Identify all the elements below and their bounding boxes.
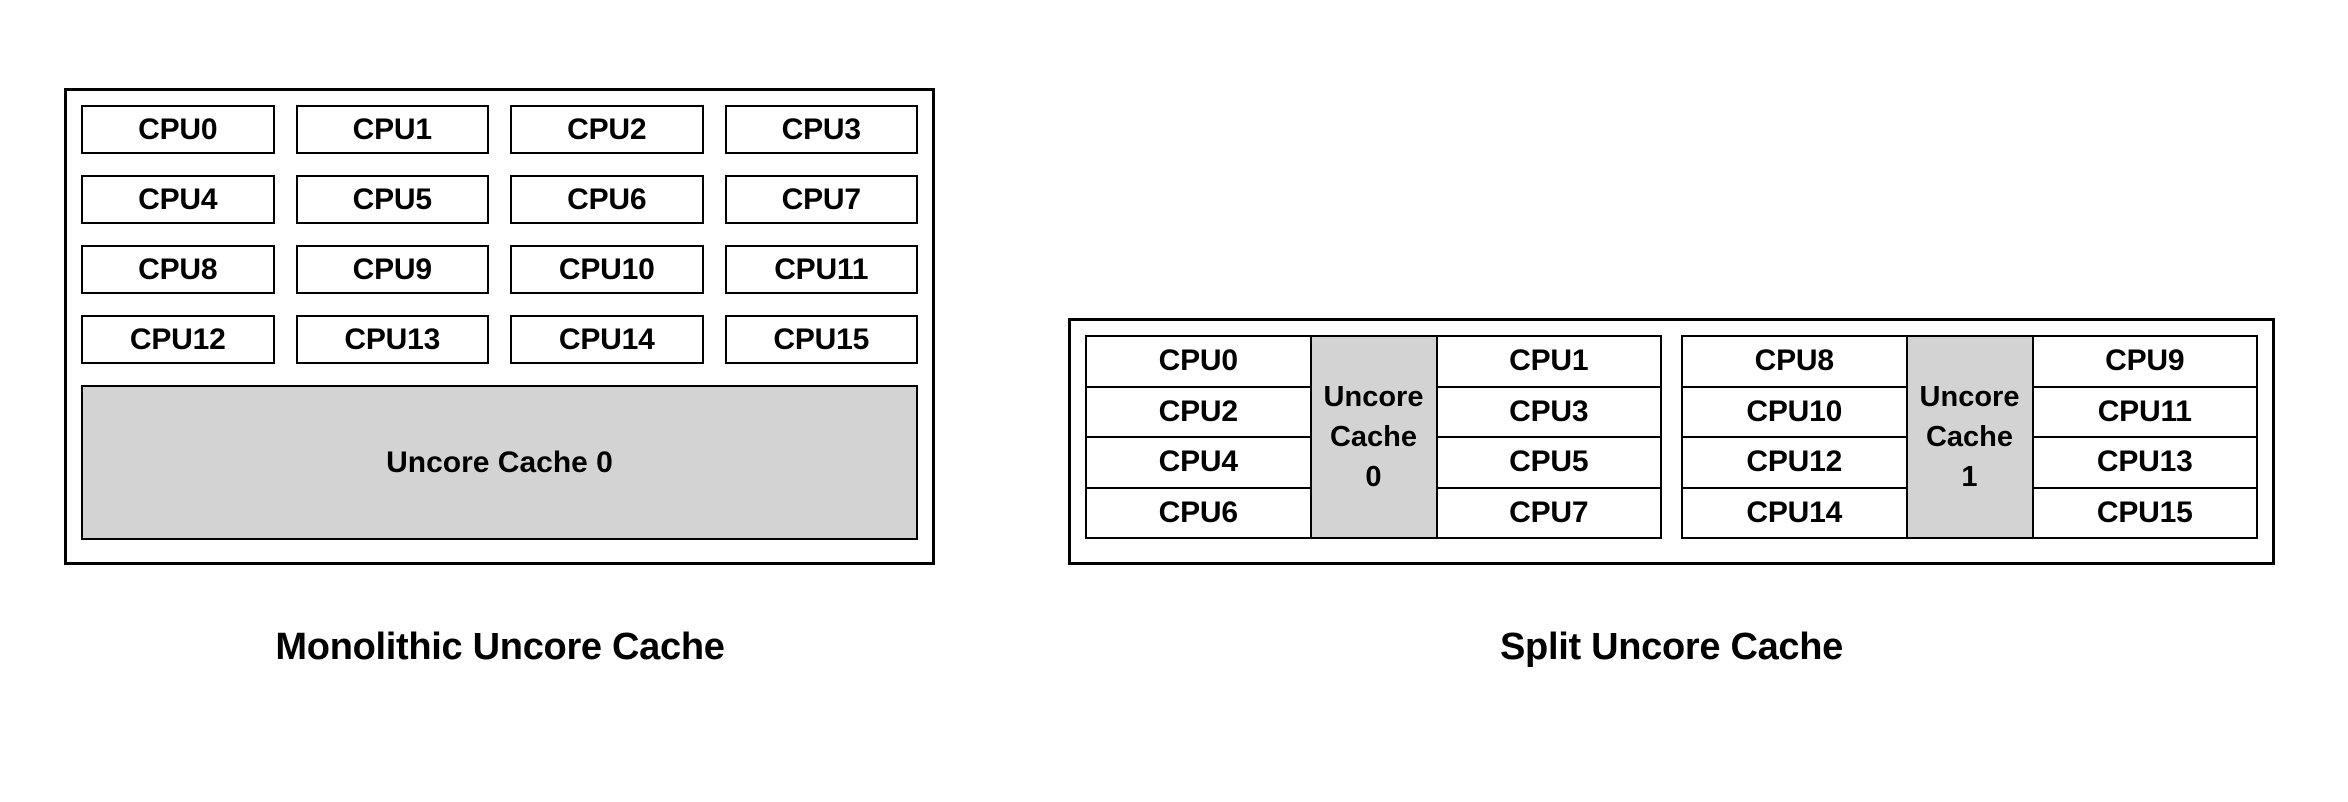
cpu-box: CPU9 bbox=[2033, 337, 2256, 388]
cpu-box: CPU10 bbox=[510, 245, 704, 294]
monolithic-chip-diagram: CPU0 CPU1 CPU2 CPU3 CPU4 CPU5 CPU6 CPU7 … bbox=[64, 88, 935, 565]
uncore-cache-block: Uncore Cache 0 bbox=[1311, 335, 1436, 539]
cpu-box: CPU5 bbox=[295, 175, 489, 224]
cpu-box: CPU8 bbox=[1683, 337, 1906, 388]
monolithic-caption: Monolithic Uncore Cache bbox=[275, 626, 725, 668]
split-caption: Split Uncore Cache bbox=[1499, 626, 1844, 668]
cpu-box: CPU0 bbox=[81, 105, 275, 154]
cpu-box: CPU3 bbox=[724, 105, 918, 154]
split-half: CPU8 CPU10 CPU12 CPU14 Uncore Cache 1 CP… bbox=[1681, 335, 2258, 539]
split-halves-container: CPU0 CPU2 CPU4 CPU6 Uncore Cache 0 CPU1 … bbox=[1085, 335, 2258, 539]
cpu-box: CPU12 bbox=[81, 315, 275, 364]
uncore-cache-label-line3: 1 bbox=[1961, 461, 1978, 493]
cpu-box: CPU11 bbox=[724, 245, 918, 294]
uncore-cache-label-line1: Uncore bbox=[1919, 380, 2020, 413]
cpu-box: CPU6 bbox=[1158, 495, 1238, 529]
cpu-box: CPU4 bbox=[81, 175, 275, 224]
cpu-box: CPU5 bbox=[1437, 438, 1660, 489]
uncore-cache-block: Uncore Cache 0 bbox=[81, 385, 918, 540]
uncore-cache-label-line2: Cache bbox=[1925, 420, 2014, 453]
cpu-box: CPU11 bbox=[2033, 388, 2256, 438]
cpu-box: CPU1 bbox=[1437, 337, 1660, 388]
split-chip-diagram: CPU0 CPU2 CPU4 CPU6 Uncore Cache 0 CPU1 … bbox=[1068, 318, 2275, 565]
cpu-box: CPU6 bbox=[510, 175, 704, 224]
cpu-box: CPU0 bbox=[1087, 337, 1310, 388]
cpu-box: CPU7 bbox=[1509, 495, 1589, 529]
cpu-box: CPU13 bbox=[295, 315, 489, 364]
cpu-column-left: CPU8 CPU10 CPU12 CPU14 bbox=[1681, 335, 1908, 539]
cpu-box: CPU9 bbox=[295, 245, 489, 294]
uncore-cache-label-line1: Uncore bbox=[1323, 380, 1424, 413]
cpu-box: CPU7 bbox=[724, 175, 918, 224]
cpu-box: CPU14 bbox=[1746, 495, 1843, 529]
cpu-box: CPU10 bbox=[1683, 388, 1906, 438]
monolithic-cpu-grid: CPU0 CPU1 CPU2 CPU3 CPU4 CPU5 CPU6 CPU7 … bbox=[81, 105, 918, 364]
cpu-box: CPU12 bbox=[1683, 438, 1906, 489]
uncore-cache-label-line2: Cache bbox=[1329, 420, 1418, 453]
cpu-box: CPU1 bbox=[295, 105, 489, 154]
cpu-column-left: CPU0 CPU2 CPU4 CPU6 bbox=[1085, 335, 1312, 539]
cpu-box: CPU13 bbox=[2033, 438, 2256, 489]
split-half: CPU0 CPU2 CPU4 CPU6 Uncore Cache 0 CPU1 … bbox=[1085, 335, 1662, 539]
cpu-box: CPU8 bbox=[81, 245, 275, 294]
cpu-box: CPU3 bbox=[1437, 388, 1660, 438]
cpu-box: CPU15 bbox=[2096, 495, 2193, 529]
uncore-cache-block: Uncore Cache 1 bbox=[1907, 335, 2032, 539]
cpu-box: CPU2 bbox=[510, 105, 704, 154]
cpu-column-right: CPU1 CPU3 CPU5 CPU7 bbox=[1435, 335, 1662, 539]
cpu-box: CPU4 bbox=[1087, 438, 1310, 489]
cpu-column-right: CPU9 CPU11 CPU13 CPU15 bbox=[2031, 335, 2258, 539]
cpu-box: CPU14 bbox=[510, 315, 704, 364]
cpu-box: CPU2 bbox=[1087, 388, 1310, 438]
uncore-cache-label-line3: 0 bbox=[1365, 461, 1382, 493]
cpu-box: CPU15 bbox=[724, 315, 918, 364]
